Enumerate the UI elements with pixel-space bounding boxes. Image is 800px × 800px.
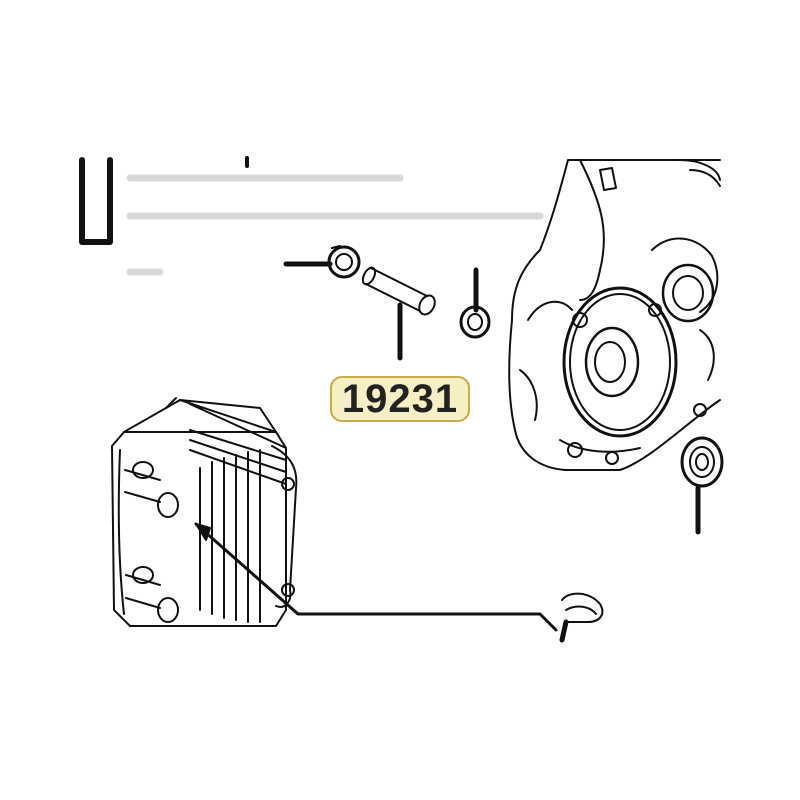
dowel-pin xyxy=(361,266,436,361)
hose-clamp xyxy=(194,522,604,643)
frame-bracket xyxy=(79,157,113,245)
housing-cover xyxy=(508,159,721,471)
part-number-callout: 19231 xyxy=(330,376,470,422)
washer xyxy=(459,267,491,339)
shaft-seal xyxy=(680,436,724,535)
oil-cooler xyxy=(111,397,298,627)
faint-background-text xyxy=(126,174,544,276)
snap-ring xyxy=(283,245,361,279)
